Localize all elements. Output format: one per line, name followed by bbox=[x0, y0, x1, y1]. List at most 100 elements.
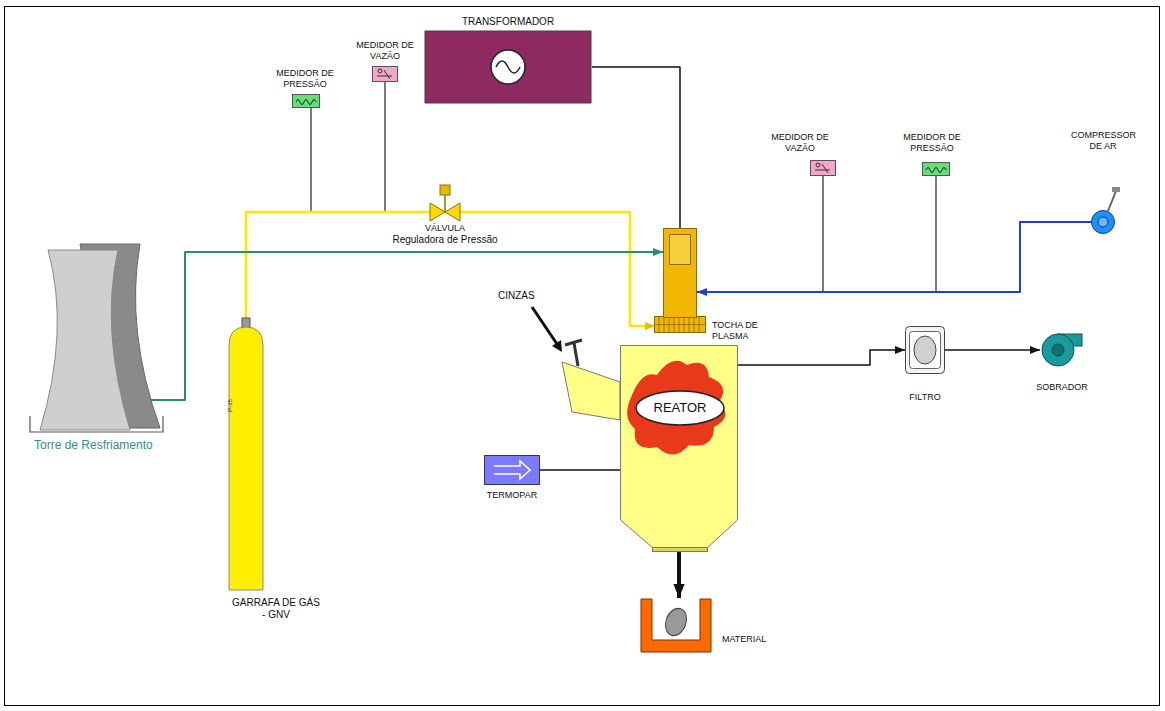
material-container: MATERIAL bbox=[638, 596, 768, 656]
transformer-box-shape-art-part bbox=[491, 50, 525, 84]
blower-shape bbox=[1040, 330, 1084, 368]
air-compressor-detail-art-part bbox=[1108, 191, 1116, 211]
pressure-valve-detail bbox=[439, 184, 451, 212]
air-compressor-detail bbox=[1104, 186, 1122, 212]
cooling-tower-shape-art-part bbox=[30, 416, 163, 432]
transformer-box-shape-art-part bbox=[496, 61, 520, 73]
reactor-vessel-detail-art-part bbox=[565, 340, 582, 345]
meter-stem bbox=[310, 108, 311, 212]
node-label: TERMOPAR bbox=[487, 490, 537, 501]
flow-meter-shape-art bbox=[810, 160, 836, 176]
node-label: MEDIDOR DE VAZÃO bbox=[769, 132, 831, 154]
flow-meter-shape-art-part bbox=[378, 69, 382, 73]
thermocouple-shape-art-part bbox=[494, 461, 530, 479]
reactor-vessel-detail-art-part bbox=[574, 343, 578, 366]
meter-stem bbox=[935, 176, 936, 292]
part-label: CINZAS bbox=[498, 290, 535, 302]
plasma-torch-detail-art-part bbox=[655, 317, 705, 332]
plasma-torch-shape-art-part bbox=[670, 235, 691, 265]
gas-line bbox=[460, 212, 655, 326]
flow-meter-shape bbox=[372, 66, 398, 82]
filter-shape-art-part bbox=[906, 327, 945, 374]
gas-cylinder-shape bbox=[226, 318, 266, 592]
node-label: MATERIAL bbox=[722, 634, 766, 645]
flow-meter-shape bbox=[810, 160, 836, 176]
flow-meter-shape-art-part bbox=[373, 67, 398, 82]
filter-shape-art-part bbox=[914, 336, 936, 364]
plasma-torch-shape-art bbox=[663, 228, 697, 318]
cooling-tower: Torre de Resfriamento bbox=[24, 238, 168, 454]
flow-meter-shape-art-part bbox=[815, 170, 830, 171]
plasma-torch-detail-art bbox=[654, 316, 706, 334]
pressure-valve-detail-art-part bbox=[440, 185, 450, 195]
pressure-valve-detail-art bbox=[439, 184, 451, 212]
plasma-torch: TOCHA DE PLASMA bbox=[652, 226, 776, 344]
pressure-meter-shape bbox=[292, 94, 320, 108]
pressure-meter-shape-art bbox=[922, 162, 950, 176]
pressure-meter-shape-art-part bbox=[296, 100, 316, 105]
flow-meter-shape-art bbox=[372, 66, 398, 82]
air-compressor: COMPRESSOR DE AR bbox=[1011, 128, 1137, 236]
blower-shape-art-part bbox=[1052, 344, 1064, 356]
power-cable bbox=[592, 67, 680, 228]
exhaust-line bbox=[945, 349, 1040, 351]
material-container-shape bbox=[640, 598, 712, 654]
filter-shape bbox=[905, 326, 945, 374]
node-label: MEDIDOR DE VAZÃO bbox=[354, 40, 416, 62]
node-label: COMPRESSOR DE AR bbox=[1071, 130, 1135, 152]
filter-shape-art bbox=[905, 326, 945, 374]
pressure-meter-shape-art-part bbox=[293, 95, 320, 108]
transformer-box: TRANSFORMADOR bbox=[416, 14, 594, 106]
ash-arrowhead bbox=[552, 340, 562, 352]
blower-shape-art-part bbox=[1042, 334, 1074, 366]
pressure-valve-shape-art-part bbox=[430, 203, 445, 221]
air-compressor-shape bbox=[1091, 210, 1115, 234]
output-arrow bbox=[677, 552, 681, 598]
air-line bbox=[697, 222, 1091, 292]
reactor-vessel-detail-art-part bbox=[562, 362, 620, 420]
node-label: FILTRO bbox=[909, 392, 940, 403]
pressure-valve-shape-art bbox=[430, 203, 460, 221]
air-compressor-detail-art bbox=[1104, 186, 1122, 212]
node-label: TOCHA DE PLASMA bbox=[712, 320, 774, 342]
pressure-meter-shape-art-part bbox=[926, 168, 946, 173]
plasma-torch-detail bbox=[654, 316, 706, 334]
thermocouple-shape-art bbox=[484, 455, 540, 485]
reactor-vessel-shape bbox=[620, 345, 738, 552]
node-label: MEDIDOR DE PRESSÃO bbox=[274, 68, 336, 90]
thermocouple-shape bbox=[484, 455, 540, 485]
transformer-box-shape bbox=[424, 30, 592, 104]
exhaust-line bbox=[738, 350, 905, 365]
thermocouple-shape-art-part bbox=[485, 456, 540, 485]
gas-cylinder: GARRAFA DE GÁS - GNV bbox=[184, 316, 324, 623]
node-label: TRANSFORMADOR bbox=[462, 16, 554, 28]
flow-meter-shape-art-part bbox=[816, 163, 820, 167]
transformer-box-shape-art-part bbox=[425, 31, 591, 103]
frame bbox=[5, 7, 1160, 706]
cooling-tower-shape-art bbox=[26, 240, 166, 435]
blower-shape-art bbox=[1040, 330, 1084, 368]
ash-arrow bbox=[532, 307, 557, 344]
reactor-vessel-detail bbox=[554, 336, 622, 426]
material-container-shape-art-part bbox=[641, 599, 711, 652]
reactor-vessel-detail-art bbox=[554, 336, 622, 426]
node-label: REATOR bbox=[654, 400, 707, 416]
node-label: Torre de Resfriamento bbox=[34, 438, 153, 452]
node-label: MEDIDOR DE PRESSÃO bbox=[901, 132, 963, 154]
material-container-shape-art-part bbox=[662, 605, 690, 638]
pressure-meter-shape-art bbox=[292, 94, 320, 108]
flow-meter: MEDIDOR DE VAZÃO bbox=[708, 130, 838, 178]
plasma-torch-shape-art-part bbox=[664, 229, 697, 318]
filter: FILTRO bbox=[833, 324, 947, 405]
pressure-valve-shape-art-part bbox=[445, 203, 460, 221]
flow-meter-shape-art-part bbox=[377, 76, 392, 77]
reactor-vessel-shape-art-part bbox=[627, 361, 725, 455]
node-label: SOBRADOR bbox=[1036, 382, 1088, 393]
flow-meter-shape-art-part bbox=[384, 70, 390, 79]
cooling-tower-shape-art-part bbox=[40, 250, 130, 430]
node-label: Reguladora de Pressão bbox=[392, 234, 497, 246]
cooling-tower-shape bbox=[26, 240, 166, 435]
reactor-vessel-shape-art-part bbox=[636, 391, 724, 425]
node-label: GARRAFA DE GÁS - GNV bbox=[230, 597, 322, 621]
